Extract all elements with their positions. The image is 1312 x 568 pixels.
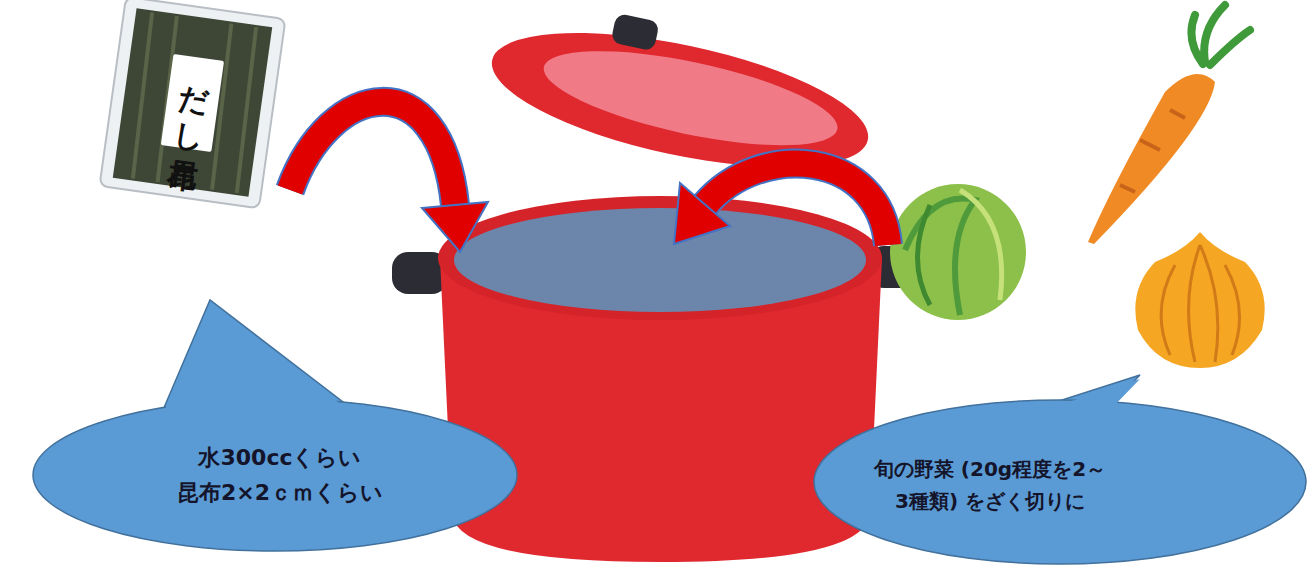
curved-arrow (674, 164, 888, 245)
bubble-text: 旬の野菜 (20g程度を2～3種類) をざく切りに (870, 453, 1110, 517)
speech-bubble: 水300ccくらい 昆布2×2ｃｍくらい (30, 295, 520, 560)
speech-bubble: 旬の野菜 (20g程度を2～3種類) をざく切りに (810, 370, 1310, 566)
curved-arrow (290, 102, 488, 252)
kombu-package: だし昆布 (97, 0, 288, 211)
bubble-outline (30, 295, 520, 560)
package-label: だし昆布 (161, 53, 224, 151)
bubble-text: 水300ccくらい 昆布2×2ｃｍくらい (175, 440, 385, 510)
vegetables (890, 5, 1265, 368)
